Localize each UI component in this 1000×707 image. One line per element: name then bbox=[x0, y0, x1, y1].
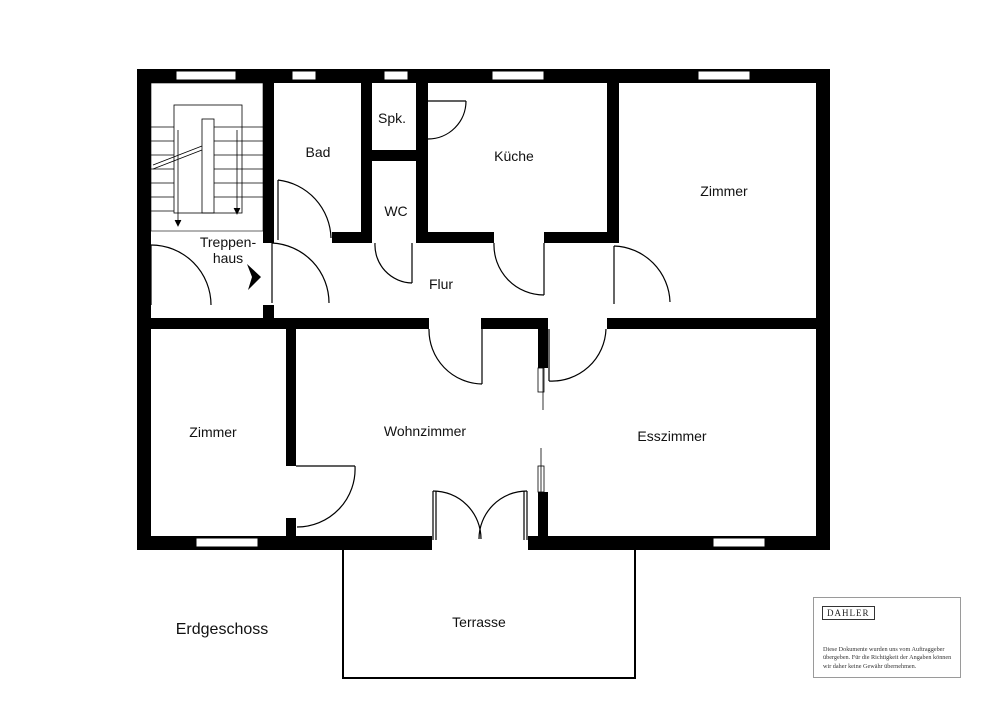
door bbox=[296, 465, 356, 528]
staircase bbox=[150, 82, 264, 232]
window bbox=[697, 70, 751, 81]
terrace bbox=[342, 550, 636, 679]
windows bbox=[175, 70, 766, 548]
door bbox=[613, 245, 671, 304]
room-labels: Treppen- haus Bad Spk. WC Küche Zimmer F… bbox=[176, 110, 748, 638]
floor-name: Erdgeschoss bbox=[176, 621, 269, 638]
label-living: Wohnzimmer bbox=[384, 423, 467, 439]
door bbox=[150, 244, 212, 306]
window bbox=[712, 537, 766, 548]
sliding-door bbox=[537, 367, 545, 493]
door bbox=[432, 490, 528, 540]
door bbox=[493, 242, 545, 296]
window bbox=[383, 70, 409, 81]
interior-walls bbox=[137, 83, 830, 550]
door bbox=[277, 179, 332, 240]
door bbox=[548, 328, 607, 382]
terrace-door-opening bbox=[432, 534, 528, 552]
label-room-east: Zimmer bbox=[700, 183, 748, 199]
window bbox=[491, 70, 545, 81]
label-stairwell-line1: Treppen- bbox=[200, 234, 257, 250]
label-dining: Esszimmer bbox=[637, 428, 707, 444]
label-pantry: Spk. bbox=[378, 110, 406, 126]
door bbox=[427, 100, 467, 140]
door bbox=[271, 242, 330, 304]
label-wc: WC bbox=[384, 203, 407, 219]
entrance-arrow-icon bbox=[247, 264, 261, 290]
label-bath: Bad bbox=[306, 144, 331, 160]
label-stairwell-line2: haus bbox=[213, 250, 243, 266]
window bbox=[195, 537, 259, 548]
label-room-west: Zimmer bbox=[189, 424, 237, 440]
disclaimer-box: DAHLER Diese Dokumente wurden uns vom Au… bbox=[813, 597, 961, 678]
label-terrace: Terrasse bbox=[452, 614, 506, 630]
window bbox=[175, 70, 237, 81]
door bbox=[374, 242, 413, 284]
disclaimer-text: Diese Dokumente wurden uns vom Auftragge… bbox=[823, 646, 952, 670]
label-hall: Flur bbox=[429, 276, 453, 292]
doors bbox=[150, 100, 671, 540]
window bbox=[291, 70, 317, 81]
brand-logo: DAHLER bbox=[822, 606, 875, 620]
label-kitchen: Küche bbox=[494, 148, 534, 164]
door bbox=[428, 328, 483, 385]
